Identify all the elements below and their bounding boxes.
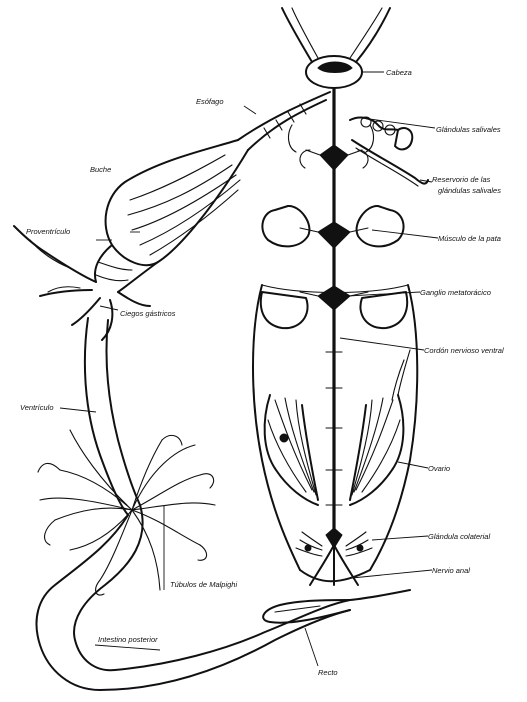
label-ciegos-gastricos: Ciegos gástricos (120, 309, 176, 318)
metathoracic-ganglion-shape (318, 286, 350, 310)
proventriculus-shape (95, 245, 158, 292)
label-cabeza: Cabeza (386, 68, 412, 77)
label-glandula-colaterial: Glándula colaterial (428, 532, 490, 541)
label-tubulos-malpighi: Túbulos de Malpighi (170, 580, 237, 589)
crop-shape (106, 140, 248, 265)
digestive-system (14, 92, 350, 690)
nervous-system (300, 88, 368, 585)
label-musculo-pata: Músculo de la pata (438, 234, 501, 243)
leader-lines (60, 72, 438, 666)
label-esofago: Esófago (196, 97, 224, 106)
labels: Esófago Buche Proventrículo Ciegos gástr… (20, 68, 504, 677)
label-intestino-posterior: Intestino posterior (98, 635, 158, 644)
label-reservorio-line1: Reservorio de las (432, 175, 491, 184)
label-buche: Buche (90, 165, 111, 174)
label-reservorio-line2: glándulas salivales (438, 186, 501, 195)
label-glandulas-salivales: Glándulas salivales (436, 125, 501, 134)
label-recto: Recto (318, 668, 338, 677)
label-cordon-nervioso: Cordón nervioso ventral (424, 346, 504, 355)
label-ovario: Ovario (428, 464, 450, 473)
esophagus-shape (238, 92, 330, 150)
ventriculus-shape (85, 318, 140, 515)
label-ventriculo: Ventrículo (20, 403, 54, 412)
label-nervio-anal: Nervio anal (432, 566, 470, 575)
salivary-glands (350, 117, 428, 186)
label-ganglio-metatoracico: Ganglio metatorácico (420, 288, 491, 297)
label-proventriculo: Proventrículo (26, 227, 70, 236)
